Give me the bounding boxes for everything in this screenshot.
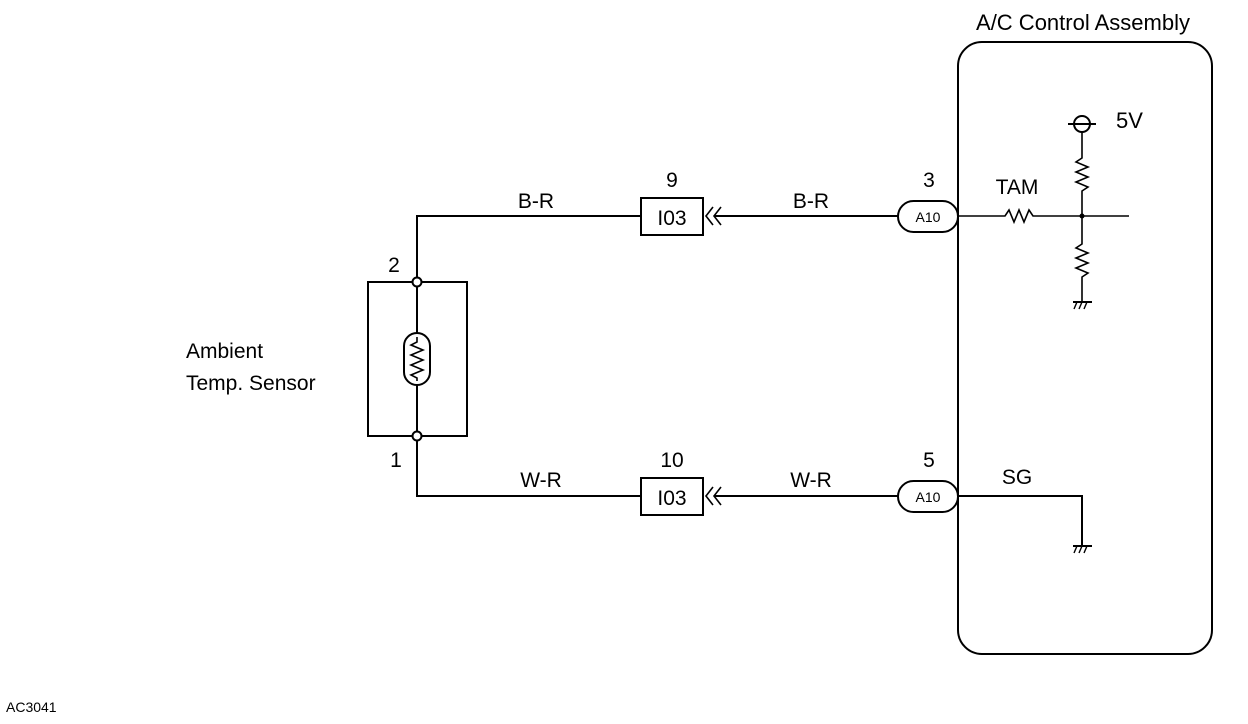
sg-wire	[958, 495, 1083, 546]
thermistor-icon	[403, 332, 431, 386]
sensor-pin-2-label: 2	[388, 254, 400, 277]
tam-series-resistor-icon	[958, 207, 1129, 225]
sensor-pin-2-terminal	[411, 276, 423, 288]
connector-top-pin: 3	[923, 169, 935, 192]
figure-code: AC3041	[6, 699, 57, 715]
wire-bottom-color-right: W-R	[790, 469, 832, 492]
control-assembly-box	[957, 41, 1213, 655]
junction-bottom-box	[640, 477, 704, 516]
ground-icon-sg	[1073, 545, 1092, 554]
junction-top-id: I03	[657, 207, 686, 230]
supply-5v-label: 5V	[1116, 108, 1143, 133]
sg-label: SG	[1002, 466, 1032, 489]
wire-bottom-color-left: W-R	[520, 469, 562, 492]
junction-top-pin: 9	[666, 169, 678, 192]
junction-bottom-id: I03	[657, 487, 686, 510]
connector-top-id: A10	[916, 209, 941, 225]
control-assembly-title: A/C Control Assembly	[976, 10, 1190, 35]
junction-top-box	[640, 197, 704, 236]
pullup-resistor-icon	[1073, 132, 1091, 216]
sensor-label-line1: Ambient	[186, 340, 263, 363]
wire-top-color-right: B-R	[793, 190, 829, 213]
ground-icon-tam	[1073, 301, 1092, 310]
wire-top-left	[416, 215, 641, 278]
pulldown-resistor-icon	[1073, 216, 1091, 302]
wire-top-color-left: B-R	[518, 190, 554, 213]
connector-bottom-id: A10	[916, 489, 941, 505]
sensor-pin-1-label: 1	[390, 449, 402, 472]
supply-5v-icon	[1068, 115, 1096, 133]
sensor-pin-1-terminal	[411, 430, 423, 442]
connector-bottom-pin: 5	[923, 449, 935, 472]
tam-label: TAM	[996, 176, 1039, 199]
sensor-label-line2: Temp. Sensor	[186, 372, 316, 395]
junction-bottom-pin: 10	[660, 449, 683, 472]
wire-bottom-left	[416, 440, 641, 497]
